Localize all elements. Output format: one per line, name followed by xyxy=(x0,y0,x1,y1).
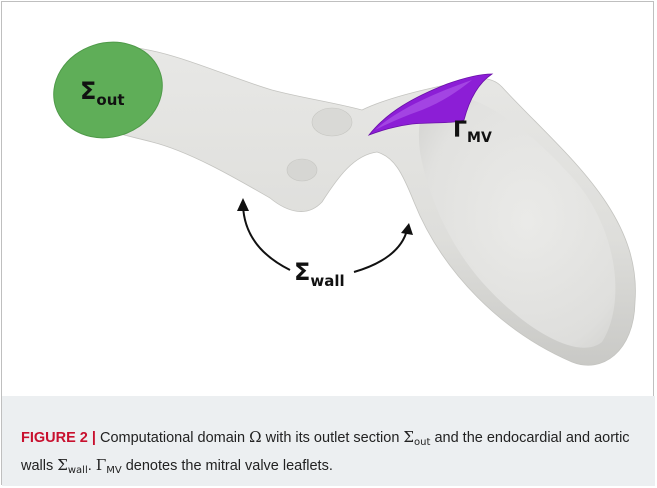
ventricle-shading xyxy=(419,95,615,347)
wall-arrow-left-head xyxy=(237,198,249,211)
wall-arrow-right xyxy=(354,230,407,272)
caption-text-1: Computational domain xyxy=(100,430,245,446)
caption-separator: | xyxy=(92,430,96,446)
caption-sigma-out-symbol: Σout xyxy=(403,428,430,446)
figure-illustration: Σout ΓMV Σwall xyxy=(2,2,655,397)
caption-text-4: . xyxy=(88,458,92,474)
caption-sigma-wall-symbol: Σwall xyxy=(57,456,87,474)
wall-arrow-left xyxy=(243,205,290,270)
caption-omega-symbol: Ω xyxy=(249,428,261,446)
valve-region-bump xyxy=(312,108,352,136)
caption-text-2: with its outlet section xyxy=(266,430,400,446)
sigma-wall-label: Σwall xyxy=(294,258,345,290)
caption-gamma-mv-symbol: ΓMV xyxy=(96,456,122,474)
figure-caption: FIGURE 2 | Computational domain Ω with i… xyxy=(2,396,655,486)
valve-region-bump-2 xyxy=(287,159,317,181)
caption-figure-label: FIGURE 2 xyxy=(21,430,88,446)
wall-arrow-right-head xyxy=(401,223,413,235)
caption-text-5: denotes the mitral valve leaflets. xyxy=(126,458,333,474)
